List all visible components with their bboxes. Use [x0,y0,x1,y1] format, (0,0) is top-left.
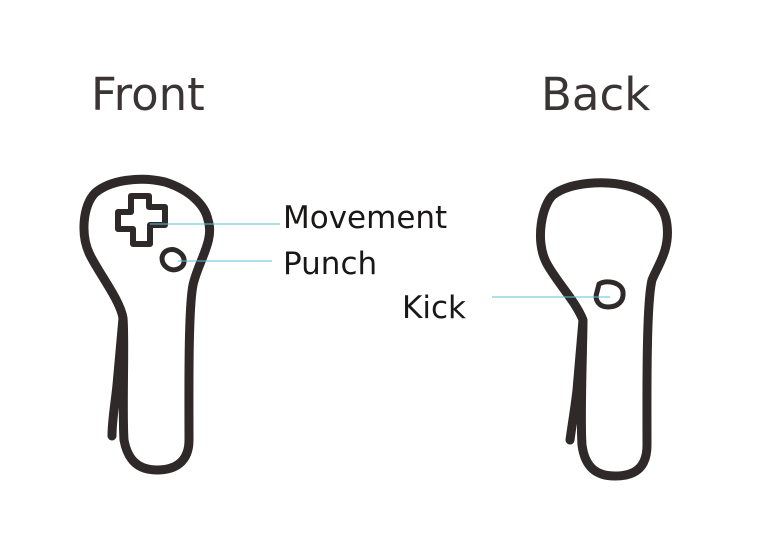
movement-label: Movement [283,200,447,236]
kick-label: Kick [402,290,466,326]
back-controller-outline [535,178,672,481]
front-controller-outline [79,174,215,475]
front-controller [79,174,215,475]
front-view-title: Front [91,68,205,121]
punch-label: Punch [283,246,377,282]
back-view-title: Back [541,68,650,121]
back-controller [535,178,672,481]
dpad-icon [115,193,168,247]
kick-button-icon [593,279,626,310]
punch-button-icon [159,247,187,273]
